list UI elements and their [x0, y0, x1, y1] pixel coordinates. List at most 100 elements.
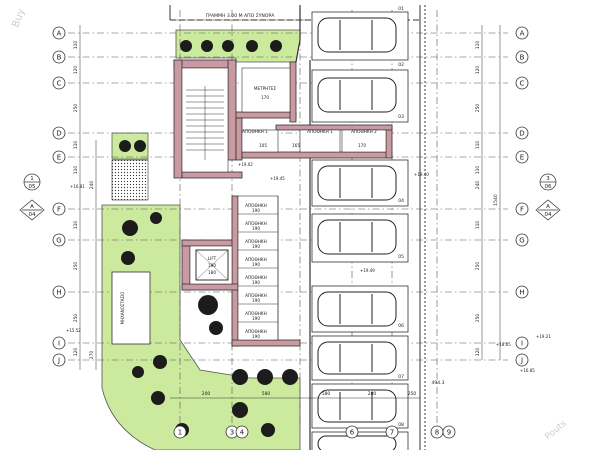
- label-small-5: ΑΠΟΘΗΚΗ: [245, 275, 267, 280]
- parking-05: 05: [398, 254, 404, 260]
- dim-ap2: 170: [358, 143, 366, 148]
- storage-cells: [238, 196, 279, 340]
- cars: [317, 17, 397, 450]
- dim-lift-w: 190: [208, 263, 216, 268]
- left-dim-1: 120: [73, 66, 79, 75]
- section-left-1-bottom: 05: [29, 184, 36, 190]
- label-small-3: ΑΠΟΘΗΚΗ: [245, 239, 267, 244]
- right-dim-7: 250: [475, 262, 481, 271]
- left-dim-7: 250: [73, 262, 79, 271]
- label-lift: LIFT: [208, 256, 217, 261]
- parking-07: 07: [398, 374, 404, 380]
- grid-row-g-right: G: [519, 237, 524, 245]
- parking-08: 08: [398, 422, 404, 428]
- section-right-3-top: 3: [546, 176, 550, 182]
- grid-bubbles-left: [52, 26, 66, 367]
- level-0: +16.81: [70, 184, 85, 189]
- right-dim-4: 110: [475, 166, 481, 175]
- grid-col-8: 8: [435, 429, 439, 437]
- dim-small-4: 190: [252, 262, 260, 267]
- left-dim-10: 270: [89, 351, 95, 360]
- grid-row-j-right: J: [520, 357, 523, 365]
- grid-col-6: 6: [350, 429, 355, 437]
- section-right-3-bottom: 06: [545, 184, 552, 190]
- stair-dotted-area: [111, 159, 149, 201]
- section-marker-labels: 1 05 A 04 3 06 A 04: [29, 176, 552, 218]
- grid-row-f-left: F: [57, 206, 61, 214]
- level-4: +19.49: [360, 268, 375, 273]
- left-dim-6: 110: [73, 221, 79, 230]
- right-dim-1: 120: [475, 66, 481, 75]
- grid-row-e-left: E: [57, 154, 61, 162]
- bottom-dim-1: 580: [262, 391, 271, 397]
- dim-lift-h: 180: [208, 270, 216, 275]
- dim-small-7: 190: [252, 316, 260, 321]
- left-dim-2: 250: [73, 104, 79, 113]
- left-dim-9: 120: [73, 348, 79, 357]
- parking-06: 06: [398, 323, 404, 329]
- left-dim-5: 240: [89, 181, 95, 190]
- grid-row-b-right: B: [520, 54, 525, 62]
- left-dim-3: 110: [73, 141, 79, 150]
- right-dim-2: 250: [475, 104, 481, 113]
- grid-row-i-left: I: [58, 340, 60, 348]
- right-dim-5: 240: [475, 181, 481, 190]
- label-small-8: ΑΠΟΘΗΚΗ: [245, 329, 267, 334]
- right-dim-6: 110: [475, 221, 481, 230]
- grid-row-j-left: J: [57, 357, 60, 365]
- left-dim-8: 250: [73, 314, 79, 323]
- grid-row-f-right: F: [520, 206, 524, 214]
- level-1: +19.02: [238, 162, 253, 167]
- dim-m1: 170: [261, 95, 269, 100]
- watermark-right: Pouts: [544, 419, 569, 443]
- lift-cross-b: [195, 249, 229, 281]
- grid-row-d-left: D: [56, 130, 61, 138]
- section-left-a-top: A: [30, 204, 34, 210]
- grid-row-h-right: H: [519, 289, 524, 297]
- right-dim-8: 250: [475, 314, 481, 323]
- parking-04: 04: [398, 198, 404, 204]
- grid-row-c-right: C: [520, 80, 525, 88]
- grid-labels-bottom: 1 3 4 6 7 8 9: [178, 429, 451, 437]
- dim-small-3: 190: [252, 244, 260, 249]
- grid-row-g-left: G: [56, 237, 61, 245]
- level-2: +19.40: [414, 172, 429, 177]
- section-right-a-bottom: 04: [545, 212, 552, 218]
- dim-ap1: 165: [292, 143, 300, 148]
- grid-row-a-right: A: [520, 30, 525, 38]
- dim-small-5: 190: [252, 280, 260, 285]
- grid-col-4: 4: [240, 429, 245, 437]
- right-dim-9: 120: [475, 348, 481, 357]
- grid-col-9: 9: [447, 429, 451, 437]
- grid-col-1: 1: [178, 429, 182, 437]
- grid-row-h-left: H: [56, 289, 61, 297]
- dim-494: 494.3: [432, 380, 445, 386]
- left-dim-4: 110: [73, 166, 79, 175]
- dim-small-2: 190: [252, 226, 260, 231]
- label-apothiki1: ΑΠΟΘΗΚΗ 1: [242, 129, 268, 134]
- grid-col-3: 3: [230, 429, 234, 437]
- grid-row-c-left: C: [57, 80, 62, 88]
- label-small-4: ΑΠΟΘΗΚΗ: [245, 257, 267, 262]
- label-small-6: ΑΠΟΘΗΚΗ: [245, 293, 267, 298]
- level-7: +18.65: [496, 342, 511, 347]
- parking-numbers: 01 02 03 04 05 06 07 08: [398, 6, 404, 428]
- grid-col-7: 7: [390, 429, 394, 437]
- left-dim-0: 110: [73, 41, 79, 50]
- machine-room: [111, 271, 151, 345]
- bottom-dim-0: 200: [202, 391, 211, 397]
- grid-labels-left: A B C D E F G H I J: [56, 30, 61, 365]
- parking-01: 01: [398, 6, 404, 12]
- grid-bubbles-right: [515, 26, 529, 367]
- section-left-1-top: 1: [30, 176, 34, 182]
- label-small-7: ΑΠΟΘΗΚΗ: [245, 311, 267, 316]
- level-marks: +16.81 +19.02 +19.40 +19.45 +19.49 +15.5…: [66, 162, 551, 373]
- right-dim-labels: 110 120 250 110 110 240 110 250 250 120 …: [475, 41, 499, 357]
- label-small-1: ΑΠΟΘΗΚΗ: [245, 203, 267, 208]
- bottom-dim-4: 250: [408, 391, 417, 397]
- level-6: +19.21: [536, 334, 551, 339]
- bottom-dim-2: 580: [322, 391, 331, 397]
- grid-bubbles-bottom: [173, 425, 456, 439]
- bottom-dim-3: 280: [368, 391, 377, 397]
- section-left-a-bottom: 04: [29, 212, 36, 218]
